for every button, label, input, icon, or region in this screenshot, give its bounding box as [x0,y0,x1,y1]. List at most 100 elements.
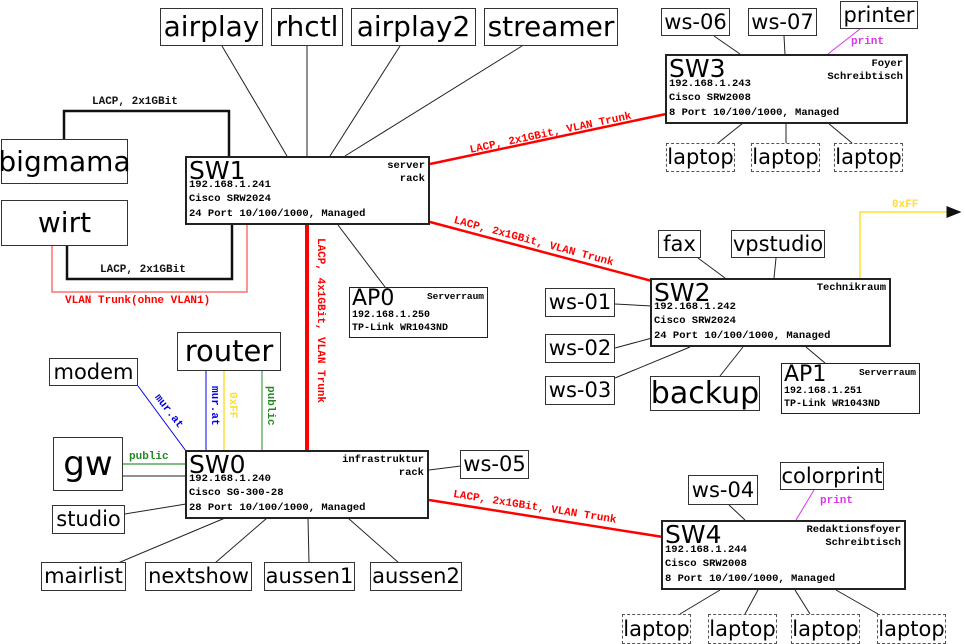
switch-ip: 192.168.1.243 [669,77,751,90]
ap-model: TP-Link WR1043ND [784,399,881,410]
switch-name: SW2 [654,278,711,307]
link-sw1-sw2 [429,220,653,283]
switch-ports: 8 Port 10/100/1000, Managed [665,572,836,585]
switch-sw1[interactable]: SW1 server rack 192.168.1.241 Cisco SRW2… [185,156,430,225]
link-airplay2-sw1 [329,45,401,157]
host-laptop[interactable]: laptop [751,143,820,172]
ap-name: AP1 [784,362,827,387]
link-wirt-vlan [51,225,248,293]
host-modem[interactable]: modem [49,358,138,386]
link-ws01-sw2 [614,303,653,307]
host-ws02[interactable]: ws-02 [545,334,615,363]
link-studio-sw0 [124,503,187,515]
switch-ports: 8 Port 10/100/1000, Managed [669,106,840,119]
link-bigmama-sw1 [62,109,231,156]
link-sw0-nextshow [214,517,268,564]
host-ws07[interactable]: ws-07 [748,8,817,36]
label-sw1-sw0: LACP, 4x1GBit, VLAN Trunk [314,238,326,404]
host-ws05[interactable]: ws-05 [460,450,529,479]
switch-name: SW4 [665,520,722,549]
host-streamer[interactable]: streamer [484,8,618,46]
link-ws02-sw2 [614,337,653,349]
label-colorprint-print: print [820,495,854,507]
host-laptop[interactable]: laptop [708,614,777,644]
switch-model: Cisco SRW2024 [654,315,736,327]
host-printer[interactable]: printer [840,1,918,29]
switch-location: Redaktionsfoyer Schreibtisch [806,524,901,549]
host-nextshow[interactable]: nextshow [145,562,252,591]
host-airplay[interactable]: airplay [160,8,263,46]
switch-sw3[interactable]: SW3 Foyer Schreibtisch 192.168.1.243 Cis… [665,54,908,124]
host-laptop[interactable]: laptop [622,614,691,644]
switch-ip: 192.168.1.241 [189,178,271,191]
link-ws03-sw2 [614,346,691,379]
link-sw3-laptop3 [827,122,853,144]
host-rhctl[interactable]: rhctl [271,8,343,46]
link-sw4-laptop2 [744,589,759,615]
host-airplay2[interactable]: airplay2 [351,8,476,46]
switch-ip: 192.168.1.242 [654,300,736,313]
host-ws03[interactable]: ws-03 [545,376,615,405]
ap-model: TP-Link WR1043ND [352,323,449,334]
host-fax[interactable]: fax [658,230,701,258]
host-colorprint[interactable]: colorprint [780,462,884,490]
ap-info: 192.168.1.250 TP-Link WR1043ND [352,309,448,335]
link-airplay-sw1 [221,45,288,157]
switch-ip: 192.168.1.240 [189,472,271,485]
switch-ip: 192.168.1.244 [665,543,747,556]
ap-ip: 192.168.1.250 [352,310,431,321]
switch-info: 192.168.1.242 Cisco SRW2024 24 Port 10/1… [654,300,830,344]
switch-info: 192.168.1.241 Cisco SRW2024 24 Port 10/1… [189,178,365,222]
host-bigmama[interactable]: bigmama [0,139,131,184]
link-sw1-sw3 [429,112,667,166]
host-laptop[interactable]: laptop [791,614,860,644]
link-wirt-sw1 [65,225,234,281]
switch-model: Cisco SRW2008 [669,92,751,104]
switch-model: Cisco SRW2024 [189,193,271,205]
host-vpstudio[interactable]: vpstudio [731,230,825,258]
host-laptop[interactable]: laptop [834,143,903,172]
label-oxff-uplink: 0xFF [892,199,919,211]
ap-name: AP0 [352,286,395,311]
switch-location: Technikraum [816,282,886,294]
host-gw[interactable]: gw [53,437,123,491]
host-wirt[interactable]: wirt [1,200,128,246]
link-sw0-ws05 [428,465,462,471]
switch-sw0[interactable]: SW0 infrastruktur rack 192.168.1.240 Cis… [185,450,429,519]
link-printer-sw3 [827,28,861,55]
host-ws01[interactable]: ws-01 [545,288,615,317]
host-laptop[interactable]: laptop [666,143,735,172]
link-ws07-sw3 [783,35,786,55]
host-studio[interactable]: studio [52,505,125,534]
switch-sw4[interactable]: SW4 Redaktionsfoyer Schreibtisch 192.168… [661,520,906,590]
host-laptop[interactable]: laptop [877,614,946,644]
label-wirt-lacp: LACP, 2x1GBit [100,264,186,276]
host-ws06[interactable]: ws-06 [661,8,730,36]
label-wirt-vlan: VLAN Trunk(ohne VLAN1) [65,295,211,307]
link-sw4-laptop3 [794,589,811,615]
host-router[interactable]: router [177,332,281,371]
link-sw2-backup [719,346,744,377]
switch-sw2[interactable]: SW2 Technikraum 192.168.1.242 Cisco SRW2… [650,278,891,347]
access-point-ap0[interactable]: AP0 Serverraum 192.168.1.250 TP-Link WR1… [349,287,488,338]
label-printer-print: print [851,36,885,48]
ap-location: Serverraum [426,291,484,302]
link-sw0-sw4 [428,498,664,539]
link-sw0-aussen1 [307,517,310,564]
switch-name: SW1 [189,156,246,185]
switch-ports: 28 Port 10/100/1000, Managed [189,501,366,514]
access-point-ap1[interactable]: AP1 Serverraum 192.168.1.251 TP-Link WR1… [781,363,920,414]
link-sw0-mairlist [117,517,226,564]
host-mairlist[interactable]: mairlist [41,562,126,591]
host-aussen2[interactable]: aussen2 [370,562,462,591]
host-backup[interactable]: backup [650,375,760,411]
host-aussen1[interactable]: aussen1 [264,562,355,591]
label-router-oxff: 0xFF [226,392,238,419]
link-fax-sw2 [697,257,726,279]
link-vpstudio-sw2 [773,257,777,279]
host-ws04[interactable]: ws-04 [688,475,758,505]
ap-location: Serverraum [858,367,916,378]
switch-location: Foyer Schreibtisch [827,58,903,83]
switch-info: 192.168.1.240 Cisco SG-300-28 28 Port 10… [189,472,365,516]
link-sw1-ap0 [337,224,386,288]
